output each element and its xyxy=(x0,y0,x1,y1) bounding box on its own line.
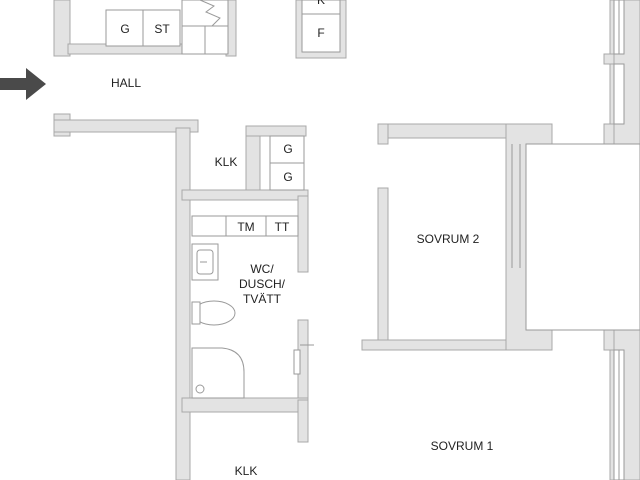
room-klk-lower-label: KLK xyxy=(235,464,258,478)
wardrobe-k-f: K F xyxy=(301,0,341,53)
hall-g-label: G xyxy=(120,22,129,36)
hall-cabinets: G ST xyxy=(105,9,181,47)
klk-g1-label: G xyxy=(283,142,292,156)
bathroom-fixtures xyxy=(191,243,314,399)
wardrobe-k-label: K xyxy=(317,0,325,7)
room-wc-line-3: TVÄTT xyxy=(243,292,282,306)
entrance-arrow-icon xyxy=(0,68,46,100)
tt-label: TT xyxy=(275,220,290,234)
room-wc-line-2: DUSCH/ xyxy=(239,277,286,291)
tm-label: TM xyxy=(237,220,254,234)
laundry-units: TM TT xyxy=(191,215,299,237)
room-klk-upper-label: KLK xyxy=(215,155,238,169)
room-sovrum-2-label: SOVRUM 2 xyxy=(417,232,480,246)
wardrobe-f-label: F xyxy=(317,26,324,40)
hall-st-label: ST xyxy=(154,22,170,36)
room-labels: HALL KLK SOVRUM 2 WC/ DUSCH/ TVÄTT SOVRU… xyxy=(111,76,494,478)
balcony xyxy=(511,0,640,480)
room-sovrum-1-label: SOVRUM 1 xyxy=(431,439,494,453)
room-wc-line-1: WC/ xyxy=(250,262,274,276)
stair xyxy=(181,0,229,55)
room-hall-label: HALL xyxy=(111,76,141,90)
klk-g2-label: G xyxy=(283,170,292,184)
klk-cabinets: G G xyxy=(269,135,305,191)
